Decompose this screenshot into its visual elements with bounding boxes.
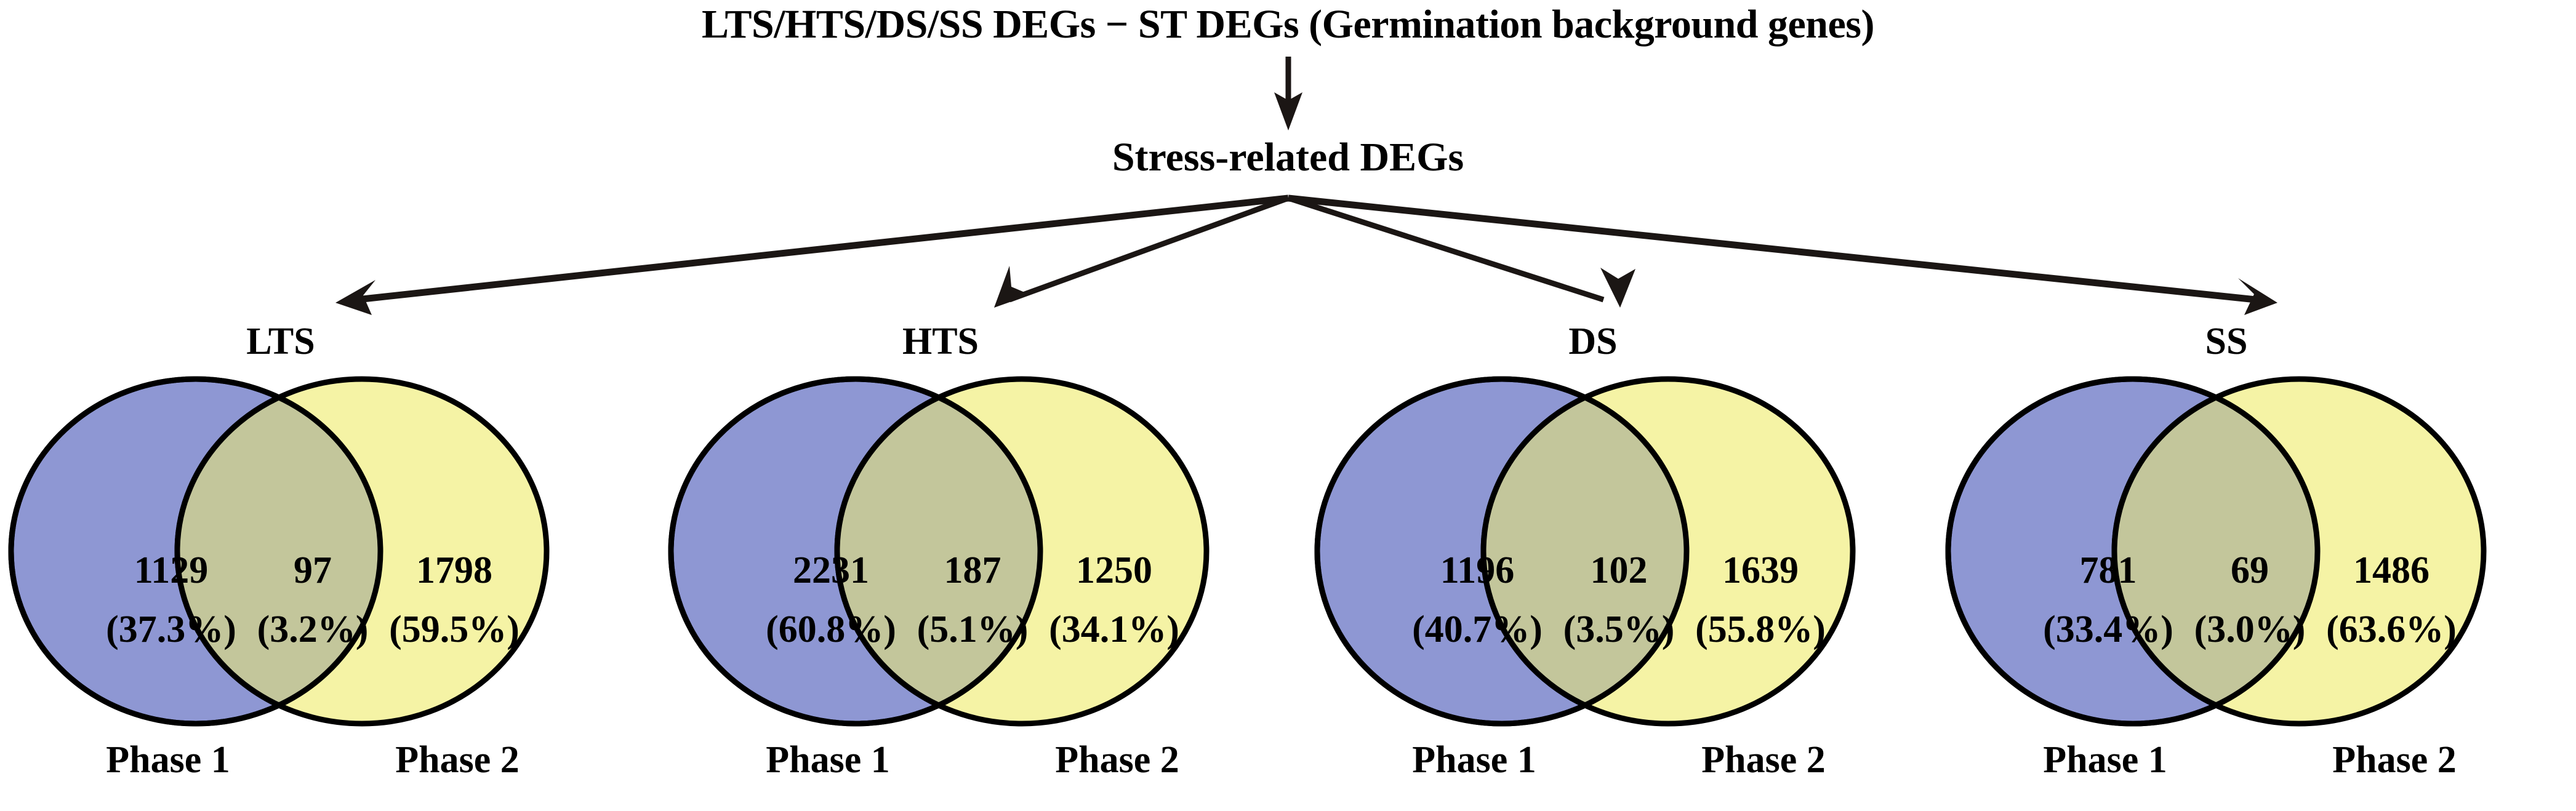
phase-1-label: Phase 1 xyxy=(2043,739,2167,781)
venn-count-phase1-only: 1196 xyxy=(1440,549,1515,591)
venn-pct-phase2-only: (63.6%) xyxy=(2326,609,2457,650)
venn-count-intersection: 97 xyxy=(294,549,332,591)
venn-group-ds: DS 1196 (40.7%) 102 (3.5%) 1639 (55.8%) … xyxy=(1311,321,1927,781)
arrow-title-to-subtitle xyxy=(1274,57,1302,130)
venn-count-intersection: 187 xyxy=(944,549,1001,591)
venn-overlap-region xyxy=(834,379,1040,724)
venn-label-lts: LTS xyxy=(246,321,315,362)
venn-overlap-region xyxy=(1480,379,1687,724)
venn-pct-intersection: (3.2%) xyxy=(257,609,369,650)
venn-count-phase1-only: 1129 xyxy=(134,549,209,591)
arrow-to-lts xyxy=(335,194,1289,315)
phase-2-label: Phase 2 xyxy=(1701,739,1826,781)
venn-pct-phase2-only: (59.5%) xyxy=(389,609,520,650)
arrow-to-ds xyxy=(1287,195,1635,308)
page-title: LTS/HTS/DS/SS DEGs − ST DEGs (Germinatio… xyxy=(702,2,1874,47)
venn-pct-phase1-only: (60.8%) xyxy=(766,609,896,650)
venn-label-ds: DS xyxy=(1568,321,1618,362)
venn-pct-phase2-only: (34.1%) xyxy=(1049,609,1179,650)
venn-pct-phase1-only: (40.7%) xyxy=(1412,609,1543,650)
venn-count-phase2-only: 1798 xyxy=(416,549,492,591)
venn-count-phase2-only: 1486 xyxy=(2353,549,2430,591)
venn-count-phase2-only: 1250 xyxy=(1076,549,1152,591)
venn-shapes-ds xyxy=(1314,376,1856,727)
venn-count-intersection: 69 xyxy=(2231,549,2269,591)
venn-shapes-lts xyxy=(8,376,550,727)
arrow-to-ss xyxy=(1288,194,2277,315)
phase-2-label: Phase 2 xyxy=(2332,739,2457,781)
venn-group-ss: SS 781 (33.4%) 69 (3.0%) 1486 (63.6%) Ph… xyxy=(1942,321,2558,781)
venn-pct-intersection: (5.1%) xyxy=(917,609,1029,650)
subtitle-stress-related-degs: Stress-related DEGs xyxy=(1112,135,1464,180)
venn-count-phase1-only: 781 xyxy=(2079,549,2137,591)
venn-count-phase1-only: 2231 xyxy=(793,549,869,591)
venn-pct-phase2-only: (55.8%) xyxy=(1695,609,1826,650)
venn-pct-phase1-only: (33.4%) xyxy=(2043,609,2173,650)
venn-overlap-region xyxy=(174,379,380,724)
venn-shapes-hts xyxy=(668,376,1210,727)
phase-2-label: Phase 2 xyxy=(395,739,520,781)
phase-2-label: Phase 2 xyxy=(1055,739,1179,781)
venn-pct-intersection: (3.0%) xyxy=(2194,609,2306,650)
phase-1-label: Phase 1 xyxy=(1412,739,1536,781)
venn-pct-phase1-only: (37.3%) xyxy=(106,609,236,650)
venn-label-hts: HTS xyxy=(902,321,979,362)
phase-1-label: Phase 1 xyxy=(766,739,890,781)
venn-shapes-ss xyxy=(1945,376,2487,727)
venn-label-ss: SS xyxy=(2205,321,2248,362)
arrow-to-hts xyxy=(994,195,1290,308)
venn-count-intersection: 102 xyxy=(1590,549,1648,591)
venn-group-hts: HTS 2231 (60.8%) 187 (5.1%) 1250 (34.1%)… xyxy=(665,321,1280,781)
venn-group-lts: LTS 1129 (37.3%) 97 (3.2%) 1798 (59.5%) … xyxy=(5,321,620,781)
phase-1-label: Phase 1 xyxy=(106,739,230,781)
venn-pct-intersection: (3.5%) xyxy=(1563,609,1675,650)
venn-count-phase2-only: 1639 xyxy=(1722,549,1799,591)
venn-overlap-region xyxy=(2111,379,2317,724)
